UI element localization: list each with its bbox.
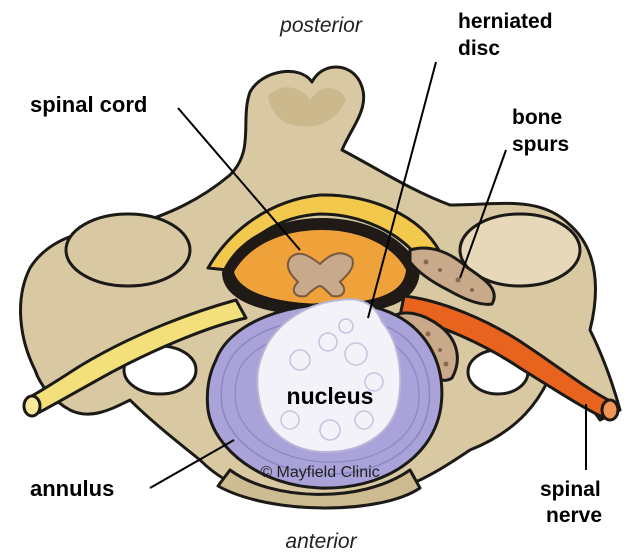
copyright-text: © Mayfield Clinic: [260, 464, 379, 481]
left-facet: [66, 214, 190, 286]
nucleus-label: nucleus: [287, 383, 374, 409]
spinal-cord-label: spinal cord: [30, 92, 147, 117]
annulus-label: annulus: [30, 476, 114, 501]
anterior-label: anterior: [285, 530, 357, 553]
bone-spurs-label-line1: bone: [512, 106, 562, 129]
bone-spurs-label-line2: spurs: [512, 133, 569, 156]
herniated-disc-label-line2: disc: [458, 37, 500, 60]
right-nerve-end: [602, 400, 618, 420]
posterior-label: posterior: [279, 14, 363, 37]
left-nerve-end: [24, 396, 40, 416]
spinal-nerve-label-line2: nerve: [546, 504, 602, 527]
spinal-nerve-label-line1: spinal: [540, 478, 601, 501]
herniated-disc-label-line1: herniated: [458, 10, 553, 33]
